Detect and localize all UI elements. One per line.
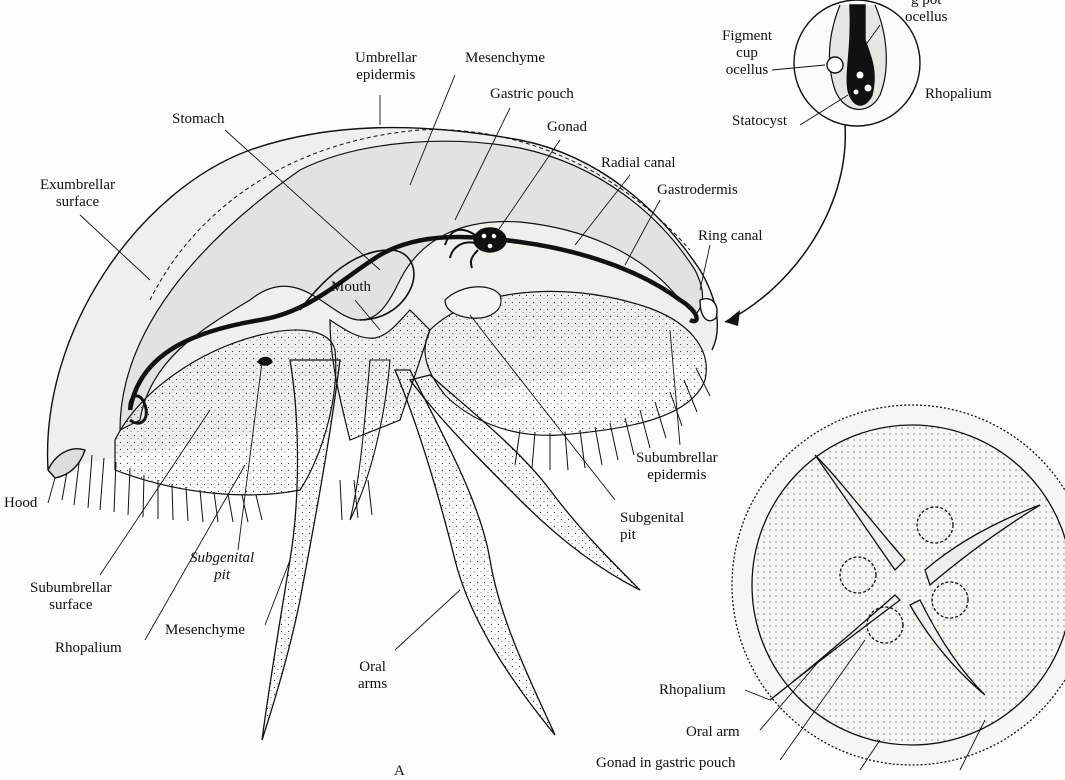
umbrellar-epidermis-line: [149, 129, 691, 301]
label-line: Subgenital: [190, 550, 255, 566]
label-subumbrellar-epidermis: Subumbrellar epidermis: [636, 450, 718, 484]
label-mesenchyme-top: Mesenchyme: [465, 50, 545, 66]
label-gonad: Gonad: [547, 119, 587, 135]
radial-canal-line: [127, 234, 699, 411]
label-umbrellar-epidermis: Umbrellar epidermis: [355, 50, 417, 84]
oral-arm-aboral-3: [909, 599, 986, 696]
rhopalium-inset: [793, 0, 921, 127]
label-subumbrellar-surface: Subumbrellar surface: [30, 580, 112, 614]
tentacles-left: [61, 454, 373, 523]
label-line: surface: [55, 194, 100, 210]
oral-arm-4: [349, 359, 391, 521]
label-oral-arm: Oral arm: [686, 724, 740, 740]
label-line: Subumbrellar: [636, 450, 718, 466]
label-line: Figment: [722, 28, 773, 44]
label-line: surface: [49, 597, 93, 613]
label-oral-arms: Oral arms: [358, 659, 387, 693]
label-line: pit: [214, 567, 230, 583]
label-line: ocellus: [725, 62, 769, 78]
label-rhopalium-right: Rhopalium: [659, 682, 726, 698]
leader-lines: [47, 24, 986, 771]
label-subgenital-pit-left: Subgenital pit: [190, 550, 254, 584]
label-subgenital-pit-right: Subgenital pit: [620, 510, 684, 544]
mesoglea-band: [119, 140, 704, 431]
label-stomach: Stomach: [172, 111, 225, 127]
subgenital-pit-right-shape: [444, 286, 502, 319]
label-line: Oral: [359, 659, 386, 675]
label-line: Subumbrellar: [30, 580, 112, 596]
label-line: pit: [620, 527, 636, 543]
label-statocyst: Statocyst: [732, 113, 787, 129]
label-line: g pot: [911, 0, 942, 8]
label-gastrodermis: Gastrodermis: [657, 182, 738, 198]
oral-arm-3: [408, 374, 641, 591]
oral-arm-aboral-2: [924, 504, 1041, 587]
label-line: epidermis: [647, 467, 707, 483]
label-line: Subgenital: [620, 510, 685, 526]
label-top-ocellus: g pot ocellus: [905, 0, 948, 26]
medusa-cross-section: [46, 126, 718, 741]
label-line: epidermis: [356, 67, 416, 83]
inset-arrowhead: [725, 310, 740, 326]
label-exumbrellar-surface: Exumbrellar surface: [40, 177, 115, 211]
oral-arm-1: [261, 359, 341, 741]
label-radial-canal: Radial canal: [601, 155, 676, 171]
rhopalium-edge-right: [699, 298, 718, 322]
label-figment-cup-ocellus: Figment cup ocellus: [722, 28, 772, 79]
oral-arm-aboral-1: [814, 454, 906, 572]
figure-letter: A: [394, 763, 405, 779]
label-line: Umbrellar: [355, 50, 417, 66]
hood-left: [47, 448, 86, 479]
label-line: ocellus: [905, 9, 948, 25]
label-ring-canal: Ring canal: [698, 228, 763, 244]
label-rhopalium-inset: Rhopalium: [925, 86, 992, 102]
label-gastric-pouch: Gastric pouch: [490, 86, 574, 102]
oral-arm-2: [394, 369, 556, 736]
stomach-outline: [299, 249, 415, 321]
label-gonad-in-gastric-pouch: Gonad in gastric pouch: [596, 755, 736, 771]
tentacles-right: [514, 367, 711, 471]
label-line: Exumbrellar: [40, 177, 115, 193]
inset-arrow: [724, 124, 846, 323]
label-hood: Hood: [4, 495, 38, 511]
aboral-view: [731, 404, 1065, 766]
gonad-cluster: [444, 227, 507, 269]
label-mesenchyme-bottom: Mesenchyme: [165, 622, 245, 638]
label-line: arms: [358, 676, 388, 692]
label-line: cup: [736, 45, 758, 61]
label-rhopalium-left: Rhopalium: [55, 640, 122, 656]
label-mouth: Mouth: [331, 279, 372, 295]
